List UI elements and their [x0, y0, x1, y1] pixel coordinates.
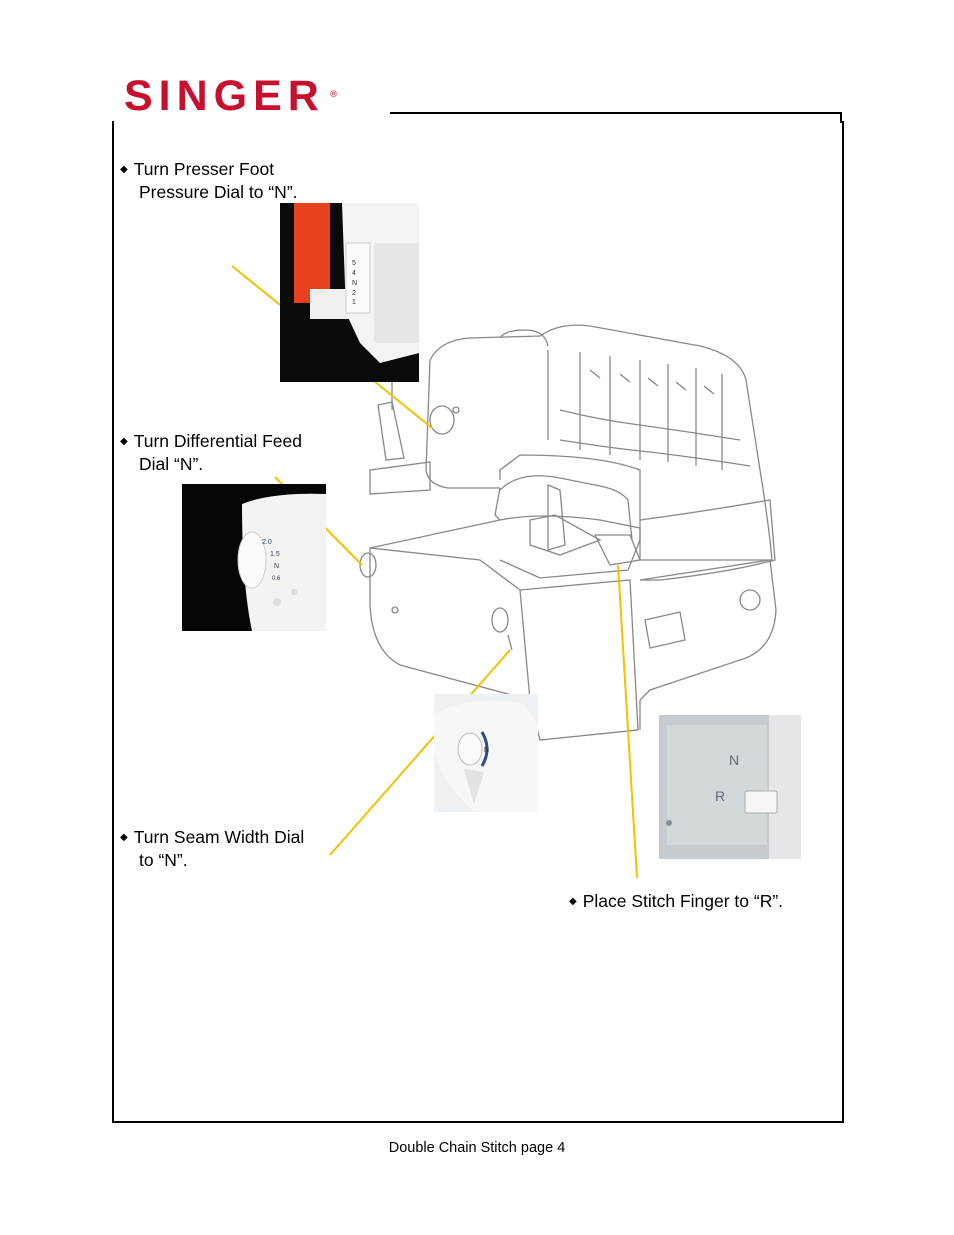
- finger-label-r: R: [715, 788, 725, 804]
- presser-label-1: 1: [352, 299, 356, 306]
- seam-width-dial-graphic: N: [434, 694, 538, 812]
- photo-stitch-finger: N R: [659, 715, 801, 859]
- diamond-bullet-icon: ◆: [569, 896, 577, 907]
- instruction-line: Dial “N”.: [139, 454, 204, 474]
- singer-logo: SINGER ®: [124, 75, 337, 118]
- photo-differential-feed-dial: 2.0 1.5 N 0.6: [182, 484, 326, 631]
- instruction-presser-foot: ◆ Turn Presser Foot Pressure Dial to “N”.: [120, 158, 298, 203]
- frame-corner: [840, 112, 842, 123]
- instruction-line: Place Stitch Finger to “R”.: [582, 891, 784, 911]
- presser-dial-graphic: 5 4 N 2 1: [294, 203, 419, 363]
- presser-label-n: N: [352, 280, 357, 287]
- instruction-line: Turn Presser Foot: [133, 159, 275, 179]
- presser-label-4: 4: [352, 270, 356, 277]
- content-frame: [112, 121, 844, 1123]
- presser-label-5: 5: [352, 260, 356, 267]
- leader-seam-width-dial: [329, 649, 511, 856]
- diamond-bullet-icon: ◆: [120, 436, 128, 447]
- diamond-bullet-icon: ◆: [120, 832, 128, 843]
- header-rule: [390, 112, 841, 114]
- instruction-line: Turn Differential Feed: [133, 431, 302, 451]
- diff-label-n: N: [274, 563, 279, 570]
- differential-dial-graphic: 2.0 1.5 N 0.6: [237, 493, 326, 631]
- page-footer: Double Chain Stitch page 4: [388, 1140, 566, 1156]
- instruction-line: to “N”.: [139, 850, 188, 870]
- leader-stitch-finger: [617, 564, 638, 879]
- instruction-stitch-finger: ◆ Place Stitch Finger to “R”.: [569, 890, 783, 913]
- registered-mark: ®: [330, 89, 337, 99]
- finger-label-n: N: [729, 752, 739, 768]
- diff-label-1-5: 1.5: [270, 551, 280, 558]
- diamond-bullet-icon: ◆: [120, 164, 128, 175]
- photo-presser-foot-dial: 5 4 N 2 1: [280, 203, 419, 382]
- presser-label-2: 2: [352, 290, 356, 297]
- photo-seam-width-dial: N: [434, 694, 538, 812]
- stitch-finger-graphic: N R: [659, 715, 801, 859]
- instruction-seam-width: ◆ Turn Seam Width Dial to “N”.: [120, 826, 304, 871]
- instruction-line: Pressure Dial to “N”.: [139, 182, 298, 202]
- seam-label-n: N: [484, 747, 489, 754]
- diff-label-2-0: 2.0: [262, 539, 272, 546]
- instruction-line: Turn Seam Width Dial: [133, 827, 305, 847]
- brand-name: SINGER: [124, 72, 325, 120]
- instruction-differential-feed: ◆ Turn Differential Feed Dial “N”.: [120, 430, 302, 475]
- diff-label-0-6: 0.6: [272, 576, 281, 582]
